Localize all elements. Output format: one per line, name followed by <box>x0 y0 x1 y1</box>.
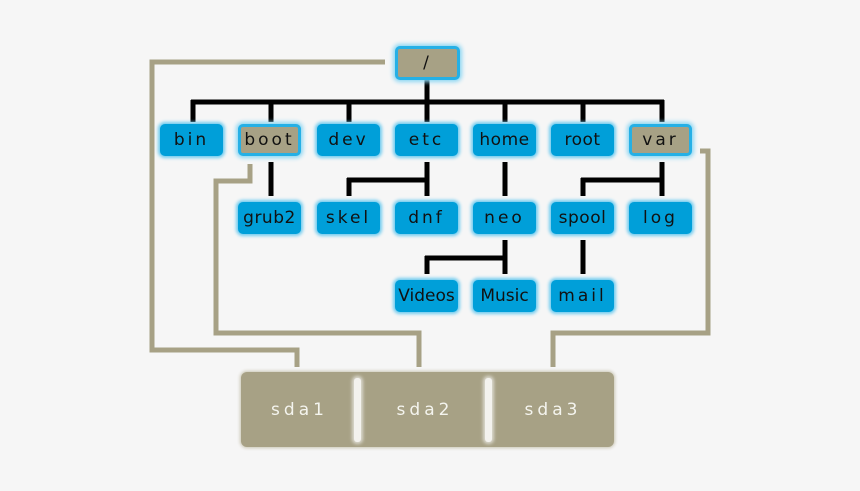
partition-label: sda1 <box>271 399 328 420</box>
dir-label: log <box>643 208 678 228</box>
partition-sda2[interactable]: sda2 <box>361 372 489 447</box>
mount-line-root-sda1 <box>149 59 385 367</box>
dir-label: home <box>479 130 530 150</box>
dir-neo[interactable]: neo <box>473 202 536 234</box>
dir-label: grub2 <box>243 208 296 228</box>
dir-bin[interactable]: bin <box>160 124 223 156</box>
dir-label: spool <box>558 208 607 228</box>
dir-label: neo <box>484 208 525 228</box>
dir-label: mail <box>558 286 607 306</box>
dir-label: etc <box>408 130 445 150</box>
partition-sda3[interactable]: sda3 <box>492 372 614 447</box>
partition-label: sda2 <box>396 399 454 420</box>
dir-log[interactable]: log <box>629 202 692 234</box>
dir-label: dev <box>328 130 369 150</box>
dir-dnf[interactable]: dnf <box>395 202 458 234</box>
dir-root-slash[interactable]: / <box>395 46 460 80</box>
dir-music[interactable]: Music <box>473 280 536 312</box>
dir-root[interactable]: root <box>551 124 614 156</box>
mount-line-var-sda3 <box>550 148 711 367</box>
partition-sda1[interactable]: sda1 <box>241 372 358 447</box>
dir-etc[interactable]: etc <box>395 124 458 156</box>
dir-label: Music <box>480 286 529 306</box>
dir-spool[interactable]: spool <box>551 202 614 234</box>
dir-label: Videos <box>398 286 455 306</box>
partition-label: sda3 <box>524 399 582 420</box>
dir-label: root <box>564 130 601 150</box>
dir-label: skel <box>325 208 372 228</box>
dir-grub2[interactable]: grub2 <box>238 202 301 234</box>
mount-line-boot-sda2 <box>213 164 422 367</box>
dir-label: var <box>642 130 679 150</box>
dir-boot[interactable]: boot <box>238 124 301 156</box>
dir-home[interactable]: home <box>473 124 536 156</box>
dir-skel[interactable]: skel <box>317 202 380 234</box>
dir-var[interactable]: var <box>629 124 692 156</box>
partition-separator <box>354 378 361 442</box>
dir-videos[interactable]: Videos <box>395 280 458 312</box>
dir-label: / <box>423 53 432 73</box>
tree-lines <box>190 80 665 274</box>
mount-lines <box>149 59 711 367</box>
dir-label: boot <box>244 130 295 150</box>
dir-label: bin <box>173 130 210 150</box>
dir-dev[interactable]: dev <box>317 124 380 156</box>
dir-label: dnf <box>408 208 445 228</box>
dir-mail[interactable]: mail <box>551 280 614 312</box>
partition-bar: sda1 sda2 sda3 <box>241 372 614 447</box>
partition-separator <box>485 378 492 442</box>
